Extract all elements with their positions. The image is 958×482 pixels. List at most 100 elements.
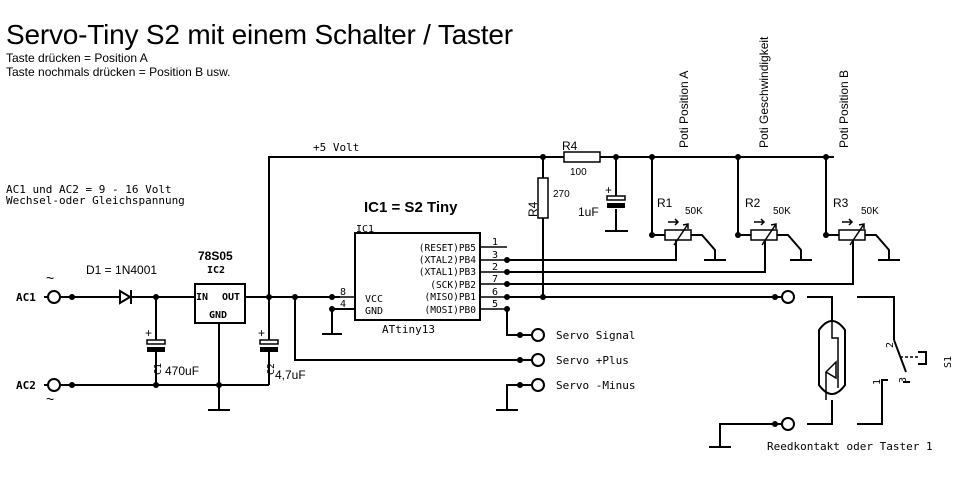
wire-r3-gnd	[865, 234, 900, 261]
wire-ic2-gnd	[208, 323, 230, 411]
terminal-switch-1	[781, 290, 795, 304]
servo-minus-label: Servo -Minus	[556, 379, 635, 392]
c3-plus: +	[605, 183, 612, 197]
c1-name: C1	[153, 363, 164, 375]
wire-switch-gnd	[709, 423, 775, 448]
r1-name: R1	[657, 196, 673, 210]
ac2-tilde: ~	[46, 391, 54, 407]
r4-270-value: 270	[553, 189, 570, 200]
wire-servo-plus	[294, 297, 520, 361]
wire-servo-minus	[496, 384, 520, 411]
resistor-r4-100-icon	[563, 151, 601, 163]
ic1-pin-number: 6	[492, 287, 498, 298]
ic1-pin-number: 3	[492, 250, 498, 261]
potentiometer-r1-icon	[664, 218, 692, 246]
ic1-pin-label: (MOSI)PB0	[425, 305, 477, 316]
ac1-tilde: ~	[46, 270, 54, 286]
wire-pb0-signal	[506, 309, 520, 336]
wire-r1-gnd	[691, 234, 726, 261]
terminal-ac1	[47, 290, 61, 304]
ic1-attiny13-box	[354, 232, 481, 321]
poti-position-b-label: Poti Position B	[837, 70, 851, 148]
terminal-servo-minus	[531, 378, 545, 392]
capacitor-c2-icon	[259, 339, 279, 352]
poti-speed-label: Poti Geschwindigkeit	[757, 36, 771, 148]
ic1-pin-stubs	[480, 246, 507, 310]
s1-pin-3: 3	[898, 377, 909, 383]
ic2-regulator-box	[194, 283, 246, 324]
servo-plus-label: Servo +Plus	[556, 354, 629, 367]
capacitor-c1-icon	[146, 339, 166, 352]
r3-value: 50K	[861, 206, 879, 217]
wire-reed	[807, 296, 833, 425]
switch-caption: Reedkontakt oder Taster 1	[767, 440, 933, 453]
r4-270-name: R4	[526, 201, 540, 217]
ic1-vcc-pin: 8	[340, 287, 346, 298]
resistor-r4-270-icon	[537, 177, 549, 219]
ic2-gnd-label: GND	[209, 310, 227, 321]
c2-name: C2	[266, 363, 277, 375]
wire-c3	[605, 157, 628, 232]
wire-5v-rail	[268, 156, 564, 297]
schematic-title: Servo-Tiny S2 mit einem Schalter / Taste…	[6, 19, 513, 50]
ic1-pin-label: (MISO)PB1	[425, 292, 477, 303]
ic1-gnd-pin: 4	[340, 299, 346, 310]
r1-value: 50K	[685, 206, 703, 217]
c1-plus: +	[145, 326, 152, 340]
ic1-gnd-label: GND	[365, 306, 383, 317]
c2-plus: +	[258, 326, 265, 340]
ic1-pin-label: (XTAL1)PB3	[419, 267, 476, 278]
ic1-heading: IC1 = S2 Tiny	[364, 199, 458, 216]
ic1-pin-number: 7	[492, 274, 498, 285]
wire-pb3-r2	[507, 240, 766, 273]
supply-note-1: AC1 und AC2 = 9 - 16 Volt	[6, 183, 172, 196]
ic2-type-label: 78S05	[198, 249, 233, 263]
wire-pb4-r1	[507, 240, 677, 261]
ic1-part-label: ATtiny13	[382, 323, 435, 336]
r2-value: 50K	[773, 206, 791, 217]
ic2-out-label: OUT	[222, 292, 240, 303]
wire-ic1-gnd	[322, 308, 355, 335]
capacitor-c3-icon	[606, 195, 626, 208]
d1-label: D1 = 1N4001	[86, 263, 157, 277]
ac2-label: AC2	[16, 379, 36, 392]
wire-pb2-r3	[507, 240, 854, 285]
potentiometer-r3-icon	[838, 218, 866, 246]
diode-d1-icon	[119, 289, 132, 305]
junctions	[69, 154, 829, 427]
ic1-pin-number: 1	[492, 237, 498, 248]
rail-5v-label: +5 Volt	[313, 141, 359, 154]
subtitle-line-1: Taste drücken = Position A	[6, 51, 148, 65]
s1-pin-1: 1	[872, 379, 883, 385]
switch-s1-icon	[893, 339, 927, 383]
wire-r2-gnd	[777, 234, 812, 261]
wires	[60, 156, 900, 448]
ic1-pin-number: 5	[492, 299, 498, 310]
ic1-vcc-label: VCC	[365, 294, 383, 305]
wire-s1	[857, 296, 895, 425]
r4-100-value: 100	[570, 167, 587, 178]
r2-name: R2	[745, 196, 761, 210]
c3-value: 1uF	[578, 205, 599, 219]
ic1-pin-label: (XTAL2)PB4	[419, 255, 476, 266]
ic1-name: IC1	[356, 224, 374, 235]
supply-note-2: Wechsel-oder Gleichspannung	[6, 194, 185, 207]
terminal-switch-2	[781, 417, 795, 431]
s1-name: S1	[943, 356, 954, 368]
c1-value: 470uF	[165, 364, 199, 378]
ic2-in-label: IN	[196, 292, 208, 303]
potentiometer-r2-icon	[750, 218, 778, 246]
ic1-pin-number: 2	[492, 262, 498, 273]
r4-100-name: R4	[562, 139, 578, 153]
terminal-ac2	[47, 378, 61, 392]
ac1-label: AC1	[16, 291, 36, 304]
ic1-pin-label: (SCK)PB2	[430, 280, 476, 291]
terminal-servo-signal	[531, 328, 545, 342]
s1-pin-2: 2	[885, 342, 896, 348]
poti-position-a-label: Poti Position A	[677, 71, 691, 148]
c2-value: 4,7uF	[275, 368, 306, 382]
ic2-name: IC2	[207, 265, 225, 276]
reed-contact-icon	[818, 320, 846, 400]
ic1-pin-label: (RESET)PB5	[419, 243, 476, 254]
terminal-servo-plus	[531, 353, 545, 367]
